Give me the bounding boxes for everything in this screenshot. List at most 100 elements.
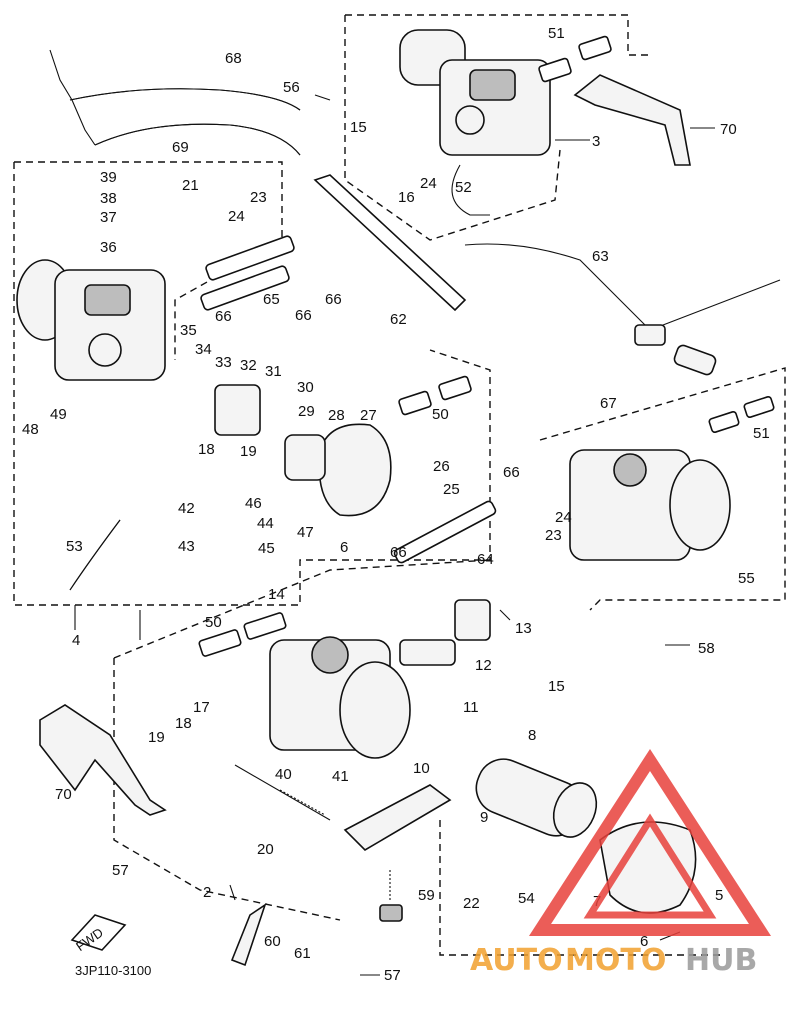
svg-text:MOTO: MOTO bbox=[565, 943, 666, 978]
callout-label: 18 bbox=[198, 441, 215, 458]
callout-label: 2 bbox=[203, 884, 211, 901]
carburetor-2 bbox=[269, 599, 491, 759]
callout-label: 24 bbox=[228, 208, 245, 225]
callout-label: 37 bbox=[100, 209, 117, 226]
callout-label: 39 bbox=[100, 169, 117, 186]
callout-label: 70 bbox=[55, 786, 72, 803]
callout-label: 46 bbox=[245, 495, 262, 512]
lever-60 bbox=[230, 903, 267, 967]
callout-label: 35 bbox=[180, 322, 197, 339]
callout-label: 32 bbox=[240, 357, 257, 374]
leader-lines bbox=[74, 94, 715, 976]
callout-label: 28 bbox=[328, 407, 345, 424]
callout-label: 16 bbox=[398, 189, 415, 206]
callout-label: 59 bbox=[418, 887, 435, 904]
callout-label: 60 bbox=[264, 933, 281, 950]
diagram-code: 3JP110-3100 bbox=[75, 963, 151, 978]
callout-label: 41 bbox=[332, 768, 349, 785]
callout-label: 36 bbox=[100, 239, 117, 256]
callout-label: 66 bbox=[295, 307, 312, 324]
callout-label: 52 bbox=[455, 179, 472, 196]
callout-label: 45 bbox=[258, 540, 275, 557]
callout-label: 57 bbox=[384, 967, 401, 984]
callout-label: 54 bbox=[518, 890, 535, 907]
diaphragm-cover-27 bbox=[318, 423, 392, 517]
callout-label: 69 bbox=[172, 139, 189, 156]
carburetor-4 bbox=[16, 259, 166, 591]
callout-label: 3 bbox=[592, 133, 600, 150]
callout-label: 66 bbox=[390, 544, 407, 561]
parts: FWD bbox=[16, 29, 781, 967]
callout-label: 68 bbox=[225, 50, 242, 67]
fwd-arrow: FWD bbox=[70, 914, 127, 954]
callout-label: 8 bbox=[528, 727, 536, 744]
float-bowl-9 bbox=[475, 758, 598, 838]
callout-label: 23 bbox=[545, 527, 562, 544]
callout-label: 63 bbox=[592, 248, 609, 265]
callout-label: 66 bbox=[325, 291, 342, 308]
callout-label: 43 bbox=[178, 538, 195, 555]
svg-text:AUTO: AUTO bbox=[470, 943, 563, 978]
callout-label: 19 bbox=[240, 443, 257, 460]
callout-label: 30 bbox=[297, 379, 314, 396]
callout-label: 17 bbox=[193, 699, 210, 716]
callout-label: 49 bbox=[50, 406, 67, 423]
callout-numbers: 51 56 68 15 3 70 69 24 16 52 39 38 37 21… bbox=[22, 25, 770, 984]
callout-label: 4 bbox=[72, 632, 80, 649]
callout-label: 66 bbox=[503, 464, 520, 481]
bracket-70-top bbox=[573, 74, 691, 166]
throttle-cable-68 bbox=[69, 88, 301, 111]
callout-label: 48 bbox=[22, 421, 39, 438]
carburetor-right bbox=[569, 449, 731, 561]
callout-label: 65 bbox=[263, 291, 280, 308]
tube-64 bbox=[393, 500, 497, 564]
callout-label: 20 bbox=[257, 841, 274, 858]
callout-label: 26 bbox=[433, 458, 450, 475]
callout-label: 11 bbox=[463, 699, 479, 716]
callout-label: 40 bbox=[275, 766, 292, 783]
callout-label: 38 bbox=[100, 190, 117, 207]
callout-label: 47 bbox=[297, 524, 314, 541]
callout-label: 67 bbox=[600, 395, 617, 412]
callout-label: 50 bbox=[432, 406, 449, 423]
callout-label: 22 bbox=[463, 895, 480, 912]
callout-label: 31 bbox=[265, 363, 282, 380]
link-rod-62 bbox=[313, 174, 467, 312]
callout-label: 62 bbox=[390, 311, 407, 328]
callout-label: 14 bbox=[268, 586, 285, 603]
throttle-cable-69 bbox=[94, 123, 301, 156]
bracket-70-bottom bbox=[39, 704, 167, 816]
throttle-rod-63 bbox=[464, 243, 781, 331]
carburetor-3 bbox=[399, 29, 551, 216]
callout-label: 61 bbox=[294, 945, 311, 962]
callout-label: 21 bbox=[182, 177, 199, 194]
callout-label: 57 bbox=[112, 862, 129, 879]
callout-label: 24 bbox=[420, 175, 437, 192]
callout-label: 24 bbox=[555, 509, 572, 526]
callout-label: 19 bbox=[148, 729, 165, 746]
callout-label: 9 bbox=[480, 809, 488, 826]
callout-label: 23 bbox=[250, 189, 267, 206]
callout-label: 56 bbox=[283, 79, 300, 96]
callout-label: 25 bbox=[443, 481, 460, 498]
callout-label: 27 bbox=[360, 407, 377, 424]
callout-label: 6 bbox=[640, 933, 648, 950]
callout-label: 50 bbox=[205, 614, 222, 631]
callout-label: 6 bbox=[340, 539, 348, 556]
callout-label: 42 bbox=[178, 500, 195, 517]
callout-label: 13 bbox=[515, 620, 532, 637]
callout-label: 10 bbox=[413, 760, 430, 777]
callout-label: 29 bbox=[298, 403, 315, 420]
callout-label: 53 bbox=[66, 538, 83, 555]
svg-text:HUB: HUB bbox=[685, 943, 757, 978]
cover-7 bbox=[599, 821, 697, 914]
callout-label: 44 bbox=[257, 515, 274, 532]
callout-label: 12 bbox=[475, 657, 492, 674]
callout-label: 18 bbox=[175, 715, 192, 732]
callout-label: 64 bbox=[477, 551, 494, 568]
callout-label: 58 bbox=[698, 640, 715, 657]
callout-label: 51 bbox=[548, 25, 565, 42]
watermark-logo: AUTO MOTO HUB bbox=[470, 748, 772, 978]
callout-label: 34 bbox=[195, 341, 212, 358]
